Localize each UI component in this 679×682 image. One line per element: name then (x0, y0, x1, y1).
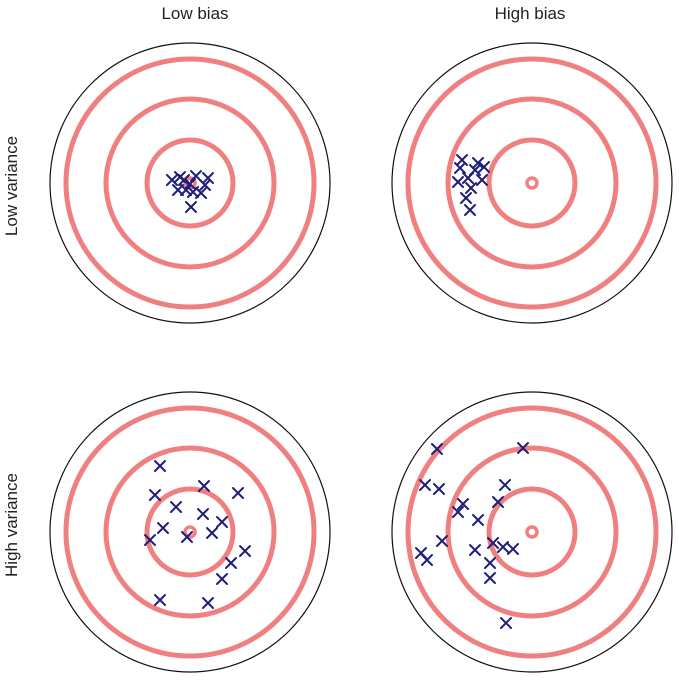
target-low-bias-low-variance (49, 42, 331, 324)
x-mark-icon (154, 460, 166, 472)
x-mark-icon (202, 172, 214, 184)
x-mark-icon (206, 527, 218, 539)
x-mark-icon (484, 572, 496, 584)
x-mark-icon (456, 154, 468, 166)
target-outline (49, 42, 331, 324)
x-mark-icon (216, 516, 228, 528)
x-mark-icon (484, 557, 496, 569)
x-mark-icon (202, 597, 214, 609)
x-mark-icon (184, 178, 196, 190)
target-outline (49, 391, 331, 673)
x-mark-icon (457, 498, 469, 510)
x-mark-icon (157, 522, 169, 534)
target-ring-3 (486, 137, 578, 229)
x-mark-icon (476, 174, 488, 186)
x-mark-icon (232, 487, 244, 499)
target-ring-1 (405, 405, 659, 659)
x-mark-icon (452, 176, 464, 188)
target-ring-1 (405, 56, 659, 310)
target-ring-2 (103, 96, 277, 270)
x-mark-icon (185, 201, 197, 213)
target-outline (391, 42, 673, 324)
x-mark-icon (431, 443, 443, 455)
target-outline (391, 391, 673, 673)
x-mark-icon (478, 161, 490, 173)
x-mark-icon (198, 480, 210, 492)
x-mark-icon (225, 557, 237, 569)
target-high-bias-high-variance (391, 391, 673, 673)
bullseye (525, 525, 539, 539)
x-mark-icon (197, 508, 209, 520)
x-mark-icon (216, 573, 228, 585)
target-ring-1 (63, 56, 317, 310)
column-label-high-bias: High bias (494, 4, 566, 23)
x-mark-icon (464, 204, 476, 216)
target-ring-1 (63, 405, 317, 659)
target-ring-2 (445, 96, 619, 270)
target-ring-2 (445, 445, 619, 619)
x-mark-icon (195, 187, 207, 199)
x-mark-icon (149, 489, 161, 501)
target-high-bias-low-variance (391, 42, 673, 324)
x-mark-icon (465, 182, 477, 194)
x-mark-icon (517, 442, 529, 454)
x-mark-icon (174, 171, 186, 183)
bullseye (525, 176, 539, 190)
x-mark-icon (487, 537, 499, 549)
x-mark-icon (507, 543, 519, 555)
x-mark-icon (460, 192, 472, 204)
x-mark-icon (144, 534, 156, 546)
x-mark-icon (154, 594, 166, 606)
x-mark-icon (492, 496, 504, 508)
x-mark-icon (421, 554, 433, 566)
x-mark-icon (469, 164, 481, 176)
x-mark-icon (472, 514, 484, 526)
target-ring-3 (144, 137, 236, 229)
x-mark-icon (181, 531, 193, 543)
x-mark-icon (172, 184, 184, 196)
column-label-low-bias: Low bias (161, 4, 229, 23)
x-mark-icon (433, 483, 445, 495)
target-low-bias-high-variance (49, 391, 331, 673)
x-mark-icon (170, 501, 182, 513)
x-mark-icon (452, 506, 464, 518)
x-mark-icon (199, 179, 211, 191)
x-mark-icon (469, 544, 481, 556)
x-mark-icon (239, 545, 251, 557)
target-ring-3 (144, 486, 236, 578)
bullseye (183, 525, 197, 539)
x-mark-icon (497, 541, 509, 553)
target-ring-3 (486, 486, 578, 578)
x-mark-icon (436, 535, 448, 547)
x-mark-icon (500, 617, 512, 629)
x-mark-icon (419, 479, 431, 491)
x-mark-icon (166, 174, 178, 186)
x-mark-icon (472, 157, 484, 169)
target-ring-2 (103, 445, 277, 619)
x-mark-icon (499, 479, 511, 491)
